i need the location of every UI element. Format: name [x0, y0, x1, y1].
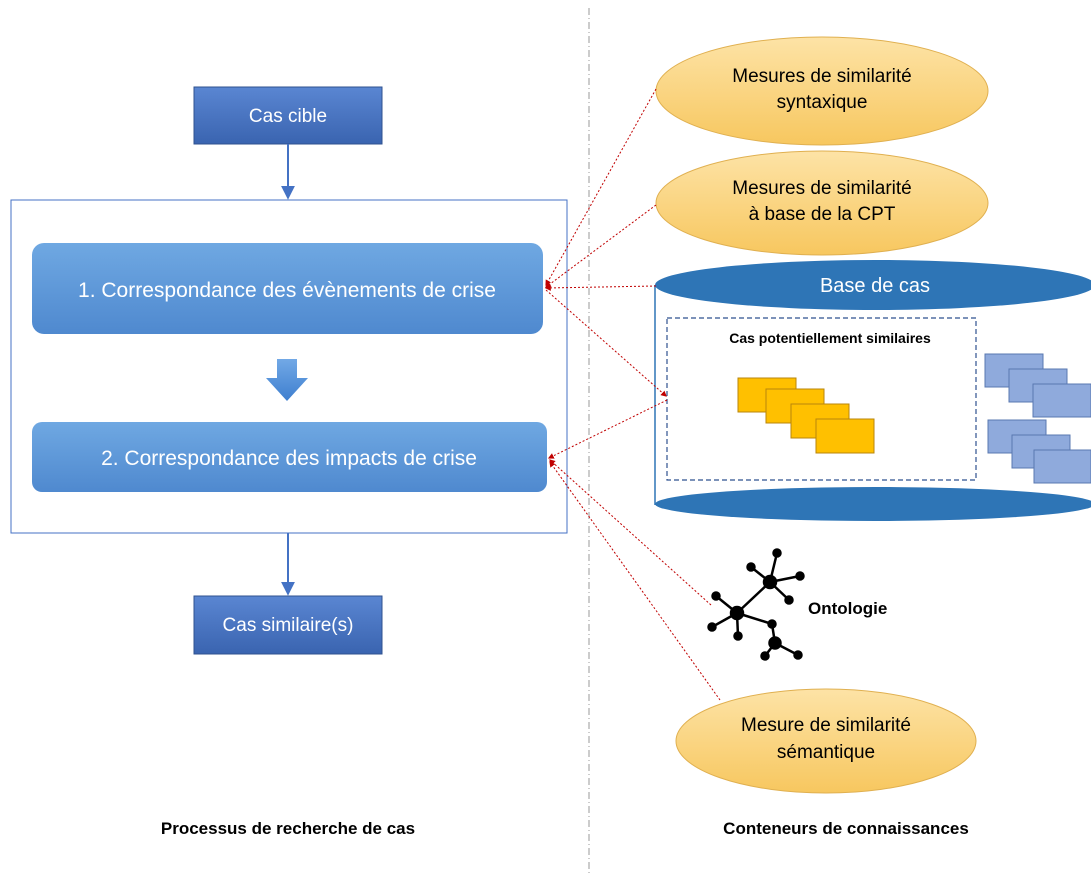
- case-base-cylinder: Base de cas: [654, 260, 1091, 521]
- link-casebase-to-step1: [544, 284, 657, 291]
- similar-cases-label: Cas similaire(s): [223, 615, 354, 636]
- step1-label: 1. Correspondance des évènements de cris…: [78, 279, 496, 302]
- link-syntactic-to-step1: [545, 88, 657, 287]
- case-card-blue: [1032, 383, 1091, 418]
- cpt-label-line1: Mesures de similarité: [732, 178, 912, 199]
- semantic-similarity-ellipse: Mesure de similarité sémantique: [675, 688, 977, 794]
- target-case-label: Cas cible: [249, 106, 327, 127]
- step1-box: 1. Correspondance des évènements de cris…: [32, 243, 543, 334]
- syntactic-label-line1: Mesures de similarité: [732, 66, 912, 87]
- process-caption: Processus de recherche de cas: [161, 819, 415, 838]
- syntactic-label-line2: syntaxique: [777, 92, 868, 113]
- cpt-similarity-ellipse: Mesures de similarité à base de la CPT: [655, 150, 989, 256]
- ontology-label: Ontologie: [808, 599, 887, 618]
- case-card-blue: [1033, 449, 1091, 484]
- link-semantic-to-step2: [549, 461, 721, 701]
- ontology-graph-icon: [707, 548, 805, 661]
- target-case-box: Cas cible: [193, 86, 383, 145]
- link-step1-to-potential: [545, 289, 667, 397]
- link-cpt-to-step1: [545, 204, 657, 288]
- step-arrow: [266, 359, 308, 401]
- semantic-label-line2: sémantique: [777, 742, 875, 763]
- step2-label: 2. Correspondance des impacts de crise: [101, 447, 477, 470]
- semantic-label-line1: Mesure de similarité: [741, 715, 911, 736]
- case-card-yellow: [815, 418, 875, 454]
- step2-box: 2. Correspondance des impacts de crise: [32, 422, 547, 492]
- cpt-label-line2: à base de la CPT: [749, 204, 896, 225]
- knowledge-caption: Conteneurs de connaissances: [723, 819, 969, 838]
- case-base-label: Base de cas: [820, 275, 930, 297]
- other-cases-group: [984, 353, 1091, 484]
- link-ontology-to-step2: [549, 459, 712, 606]
- potential-cases-group: Cas potentiellement similaires: [666, 317, 977, 481]
- similar-cases-box: Cas similaire(s): [193, 595, 383, 655]
- syntactic-similarity-ellipse: Mesures de similarité syntaxique: [655, 36, 989, 146]
- potential-cases-label: Cas potentiellement similaires: [729, 330, 931, 346]
- link-potential-to-step2: [547, 399, 668, 459]
